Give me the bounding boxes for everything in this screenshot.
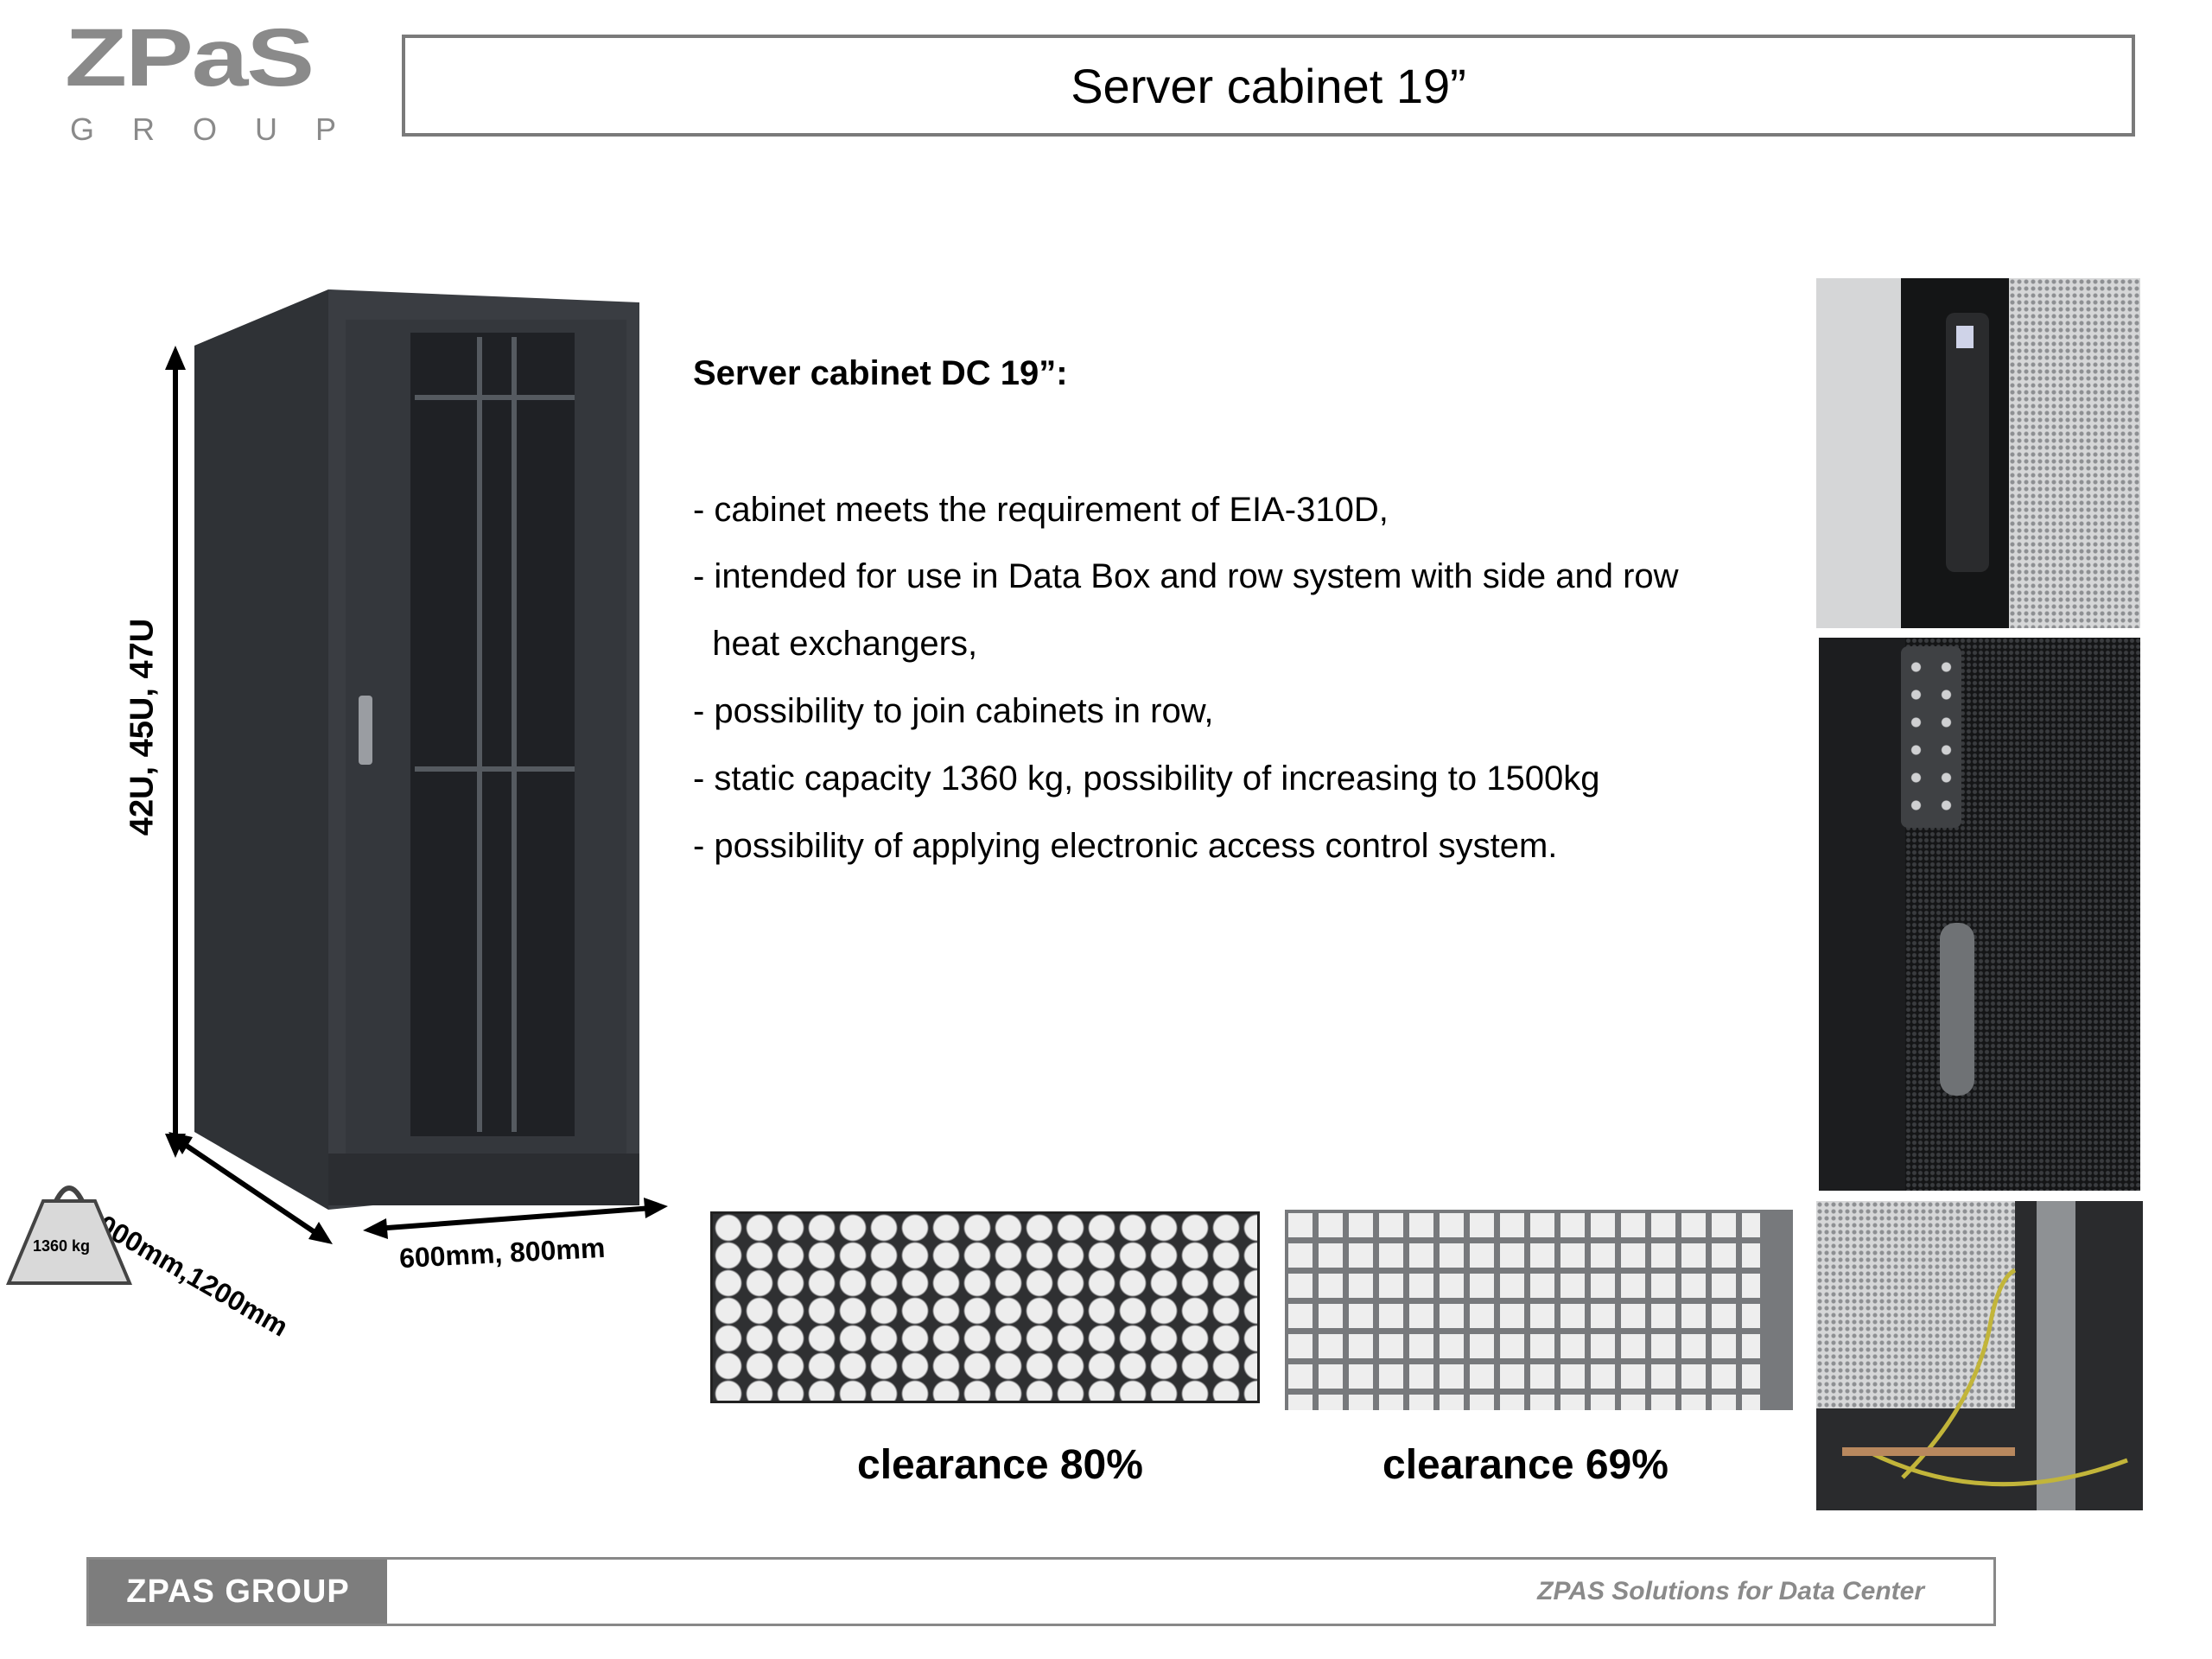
cabinet-plinth: [328, 1154, 639, 1205]
bullet-item: - possibility to join cabinets in row,: [693, 692, 1214, 730]
bullet-item: - cabinet meets the requirement of EIA-3…: [693, 491, 1389, 529]
access-keypad-photo: [1819, 638, 2140, 1191]
hex-mesh-clearance-label: clearance 80%: [857, 1442, 1143, 1488]
door-handle-photo: [1816, 278, 2140, 628]
cabinet-illustration: [165, 289, 668, 1244]
hex-mesh-sample: [710, 1211, 1260, 1403]
width-dimension-arrow: [375, 1205, 653, 1231]
footer-tagline: ZPAS Solutions for Data Center: [1537, 1577, 1924, 1605]
logo-group-text: GROUP: [70, 111, 375, 147]
bullet-item: - static capacity 1360 kg, possibility o…: [693, 760, 1600, 798]
square-mesh-clearance-label: clearance 69%: [1382, 1442, 1669, 1488]
footer-brand: ZPAS GROUP: [89, 1560, 387, 1624]
zpas-logo: ZPaS GROUP: [65, 17, 341, 147]
weight-label: 1360 kg: [33, 1237, 91, 1255]
cabinet-door-handle: [359, 696, 372, 765]
cabinet-door-mesh: [410, 333, 575, 1136]
footer-bar: ZPAS GROUP ZPAS Solutions for Data Cente…: [86, 1557, 1996, 1626]
bullet-item: - possibility of applying electronic acc…: [693, 827, 1558, 865]
cabinet-side-panel: [194, 289, 328, 1210]
section-title: Server cabinet DC 19”:: [693, 354, 1068, 392]
square-mesh-sample: [1285, 1210, 1793, 1410]
bullet-item: heat exchangers,: [693, 625, 978, 663]
grounding-cable-photo: [1816, 1201, 2143, 1510]
depth-dimension-arrow: [177, 1138, 321, 1238]
height-label: 42U, 45U, 47U: [124, 618, 161, 836]
weight-icon: [5, 1185, 133, 1285]
bullet-item: - intended for use in Data Box and row s…: [693, 557, 1679, 595]
page-title: Server cabinet 19”: [402, 35, 2135, 137]
logo-brand-text: ZPaS: [65, 12, 315, 104]
